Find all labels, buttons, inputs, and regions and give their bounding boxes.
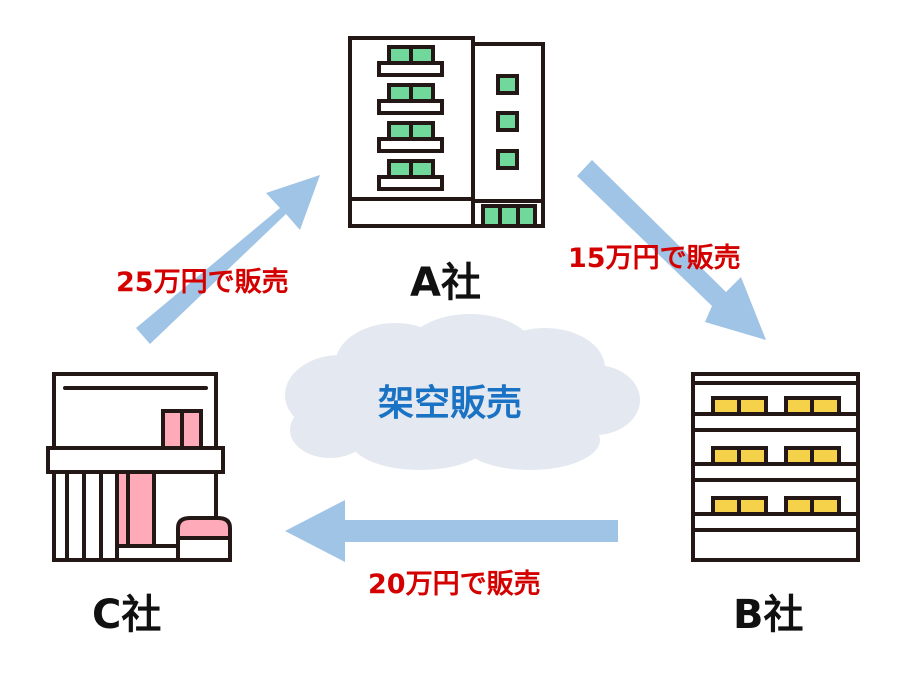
arrow-c-to-a: [136, 175, 320, 344]
company-a-label: A社: [410, 260, 481, 306]
sale-b-to-c-label: 20万円で販売: [368, 569, 541, 600]
cloud-shape: [285, 314, 640, 470]
arrow-b-to-c: [285, 500, 618, 562]
company-b-label: B社: [733, 592, 804, 638]
fictitious-sales-label: 架空販売: [378, 383, 523, 424]
sale-c-to-a-label: 25万円で販売: [116, 267, 289, 298]
building-a-icon: [348, 36, 545, 228]
arrow-a-to-b: [577, 160, 766, 340]
building-b-icon: [691, 372, 860, 562]
sale-a-to-b-label: 15万円で販売: [568, 243, 741, 274]
company-c-label: C社: [92, 592, 162, 638]
building-c-icon: [46, 372, 232, 562]
